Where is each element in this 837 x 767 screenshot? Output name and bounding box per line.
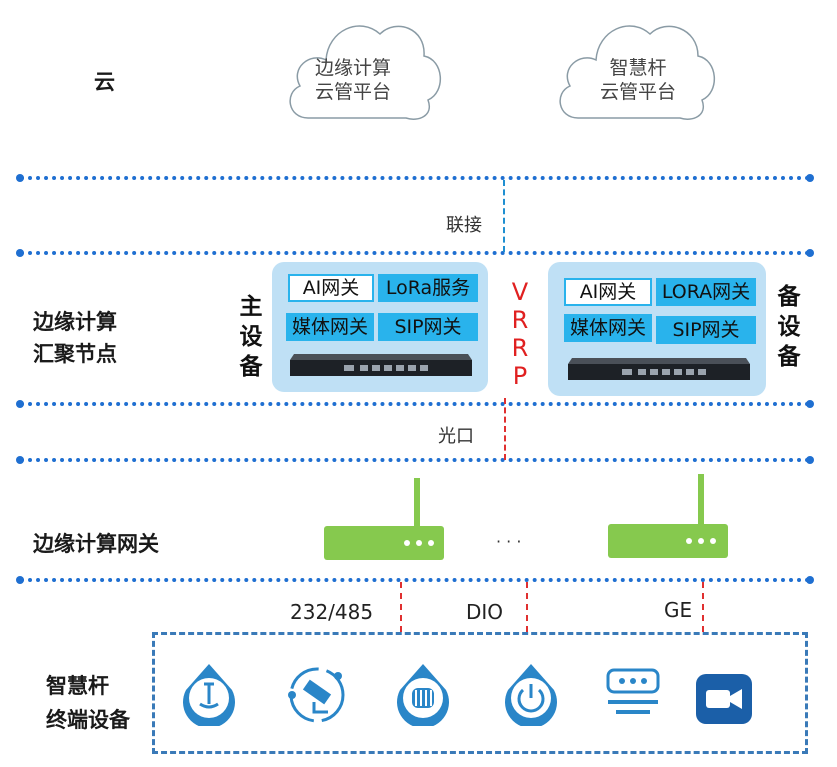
fiber-line <box>504 398 506 460</box>
divider-3 <box>16 400 814 408</box>
backup-device-label: 备 设 备 <box>776 282 802 372</box>
cloud-2-line2: 云管平台 <box>599 81 676 103</box>
terminal-devices-box <box>152 632 808 754</box>
row-label-gateway: 边缘计算网关 <box>33 532 159 556</box>
divider-1 <box>16 174 814 182</box>
led-icon <box>710 538 716 544</box>
led-icon <box>416 540 422 546</box>
primary-label-char: 设 <box>239 324 263 350</box>
vrrp-char: P <box>512 362 528 390</box>
backup-label-char: 备 <box>777 284 801 310</box>
vrrp-char: V <box>511 278 529 306</box>
module-lora-service: LoRa服务 <box>378 274 478 302</box>
interface-label: DIO <box>466 600 504 624</box>
module-ai-gateway: AI网关 <box>564 278 652 306</box>
led-icon <box>428 540 434 546</box>
vrrp-char: R <box>511 334 529 362</box>
vrrp-label: V R R P <box>510 278 530 390</box>
cloud-1-line1: 边缘计算 <box>314 57 391 79</box>
server-icon <box>290 354 472 376</box>
ellipsis: · · · <box>496 532 522 551</box>
connect-line <box>503 180 505 252</box>
primary-device-label: 主 设 备 <box>238 292 264 382</box>
module-media-gateway: 媒体网关 <box>286 313 374 341</box>
cloud-icon <box>289 25 442 120</box>
backup-label-char: 设 <box>777 314 801 340</box>
interface-line-2 <box>526 582 528 632</box>
interface-label: GE <box>664 598 693 622</box>
display-icon <box>606 668 660 714</box>
cloud-1-line2: 云管平台 <box>314 81 391 103</box>
row-label-terminal-1: 智慧杆 <box>46 674 109 698</box>
primary-device: AI网关 LoRa服务 媒体网关 SIP网关 <box>272 262 488 392</box>
led-icon <box>698 538 704 544</box>
row-label-edge-node-2: 汇聚节点 <box>33 342 117 366</box>
backup-device: AI网关 LORA网关 媒体网关 SIP网关 <box>548 262 766 396</box>
row-label-terminal-2: 终端设备 <box>46 708 130 732</box>
module-sip-gateway: SIP网关 <box>656 316 756 344</box>
row-label-edge-node-1: 边缘计算 <box>33 310 117 334</box>
video-icon <box>696 674 752 724</box>
row-label-cloud: 云 <box>94 70 115 94</box>
cloud-2-title: 智慧杆 云管平台 <box>583 56 693 104</box>
backup-label-char: 备 <box>777 344 801 370</box>
divider-5 <box>16 576 814 584</box>
cloud-1-title: 边缘计算 云管平台 <box>298 56 408 104</box>
module-media-gateway: 媒体网关 <box>564 314 652 342</box>
antenna-icon <box>414 478 420 526</box>
connect-label: 联接 <box>446 215 482 236</box>
power-icon <box>505 664 557 726</box>
interface-label: 232/485 <box>290 600 374 624</box>
led-icon <box>404 540 410 546</box>
led-icon <box>686 538 692 544</box>
edge-gateway-2 <box>608 524 728 558</box>
sensor-icon <box>397 664 449 726</box>
server-icon <box>568 358 750 380</box>
interface-line-1 <box>400 582 402 632</box>
divider-2 <box>16 249 814 257</box>
camera-icon <box>288 667 345 723</box>
module-ai-gateway: AI网关 <box>288 274 374 302</box>
cloud-2-line1: 智慧杆 <box>609 57 667 79</box>
lamp-icon <box>183 664 235 726</box>
cloud-icon <box>559 25 716 120</box>
module-lora-gateway: LORA网关 <box>656 278 756 306</box>
fiber-label: 光口 <box>438 426 474 447</box>
primary-label-char: 主 <box>239 294 263 320</box>
antenna-icon <box>698 474 704 526</box>
vrrp-char: R <box>511 306 529 334</box>
interface-line-3 <box>702 582 704 632</box>
edge-gateway-1 <box>324 526 444 560</box>
module-sip-gateway: SIP网关 <box>378 313 478 341</box>
primary-label-char: 备 <box>239 354 263 380</box>
divider-4 <box>16 456 814 464</box>
